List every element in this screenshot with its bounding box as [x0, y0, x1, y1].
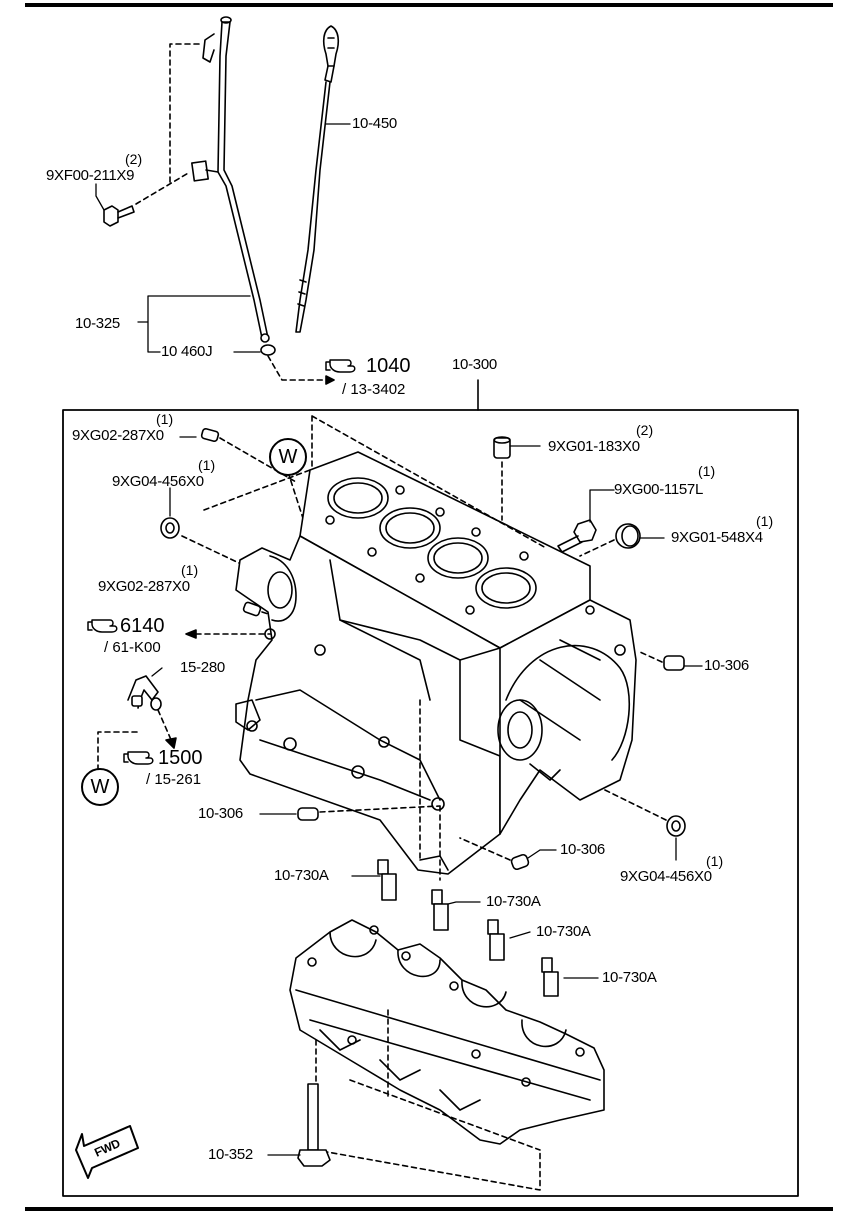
qty-label: (1): [756, 513, 774, 529]
bottom-rule: [25, 1207, 833, 1211]
qty-label: (1): [181, 562, 199, 578]
part-label-9xf00: 9XF00-211X9: [46, 167, 135, 184]
dash-block-dowel: [319, 805, 441, 813]
o-ring: [260, 344, 276, 356]
dash-dowel-bottom: [459, 837, 511, 861]
dash-block-bottom: [419, 699, 441, 881]
reference-6140-sub: / 61-K00: [104, 639, 161, 656]
part-label-9xg02-lower: 9XG02-287X0: [98, 578, 190, 595]
stud-730a-1: [377, 859, 397, 901]
plug-9xg04-upper: [160, 517, 180, 539]
pointing-hand-icon-1500: [123, 751, 154, 765]
qty-label: (2): [636, 422, 654, 438]
part-label-10-306-bottom: 10-306: [560, 841, 605, 858]
dash-plug-upper: [181, 535, 259, 573]
w-bottom-link: [97, 731, 141, 771]
dash-bracket: [169, 43, 201, 183]
part-label-9xg00-1157l: 9XG00-1157L: [614, 481, 703, 498]
dowel-306-bottom: [510, 853, 530, 871]
main-bearing-cap-frame: [289, 919, 605, 1145]
dash-tube-to-ref: [267, 355, 327, 381]
stud-730a-2: [431, 889, 449, 931]
top-rule: [25, 3, 833, 7]
part-label-10-730a-2: 10-730A: [486, 893, 541, 910]
fwd-arrow: [75, 1125, 139, 1179]
w-marker-top: W: [269, 438, 307, 476]
part-label-10-730a-4: 10-730A: [602, 969, 657, 986]
part-label-10-325: 10-325: [75, 315, 120, 332]
guide-tube-bolt: [103, 205, 135, 227]
part-label-15-280: 15-280: [180, 659, 225, 676]
dash-pipe: [157, 709, 173, 743]
reference-1040: 1040: [366, 355, 411, 377]
main-bolt: [297, 1083, 331, 1167]
stud-730a-3: [487, 919, 505, 961]
qty-label: (2): [125, 151, 143, 167]
part-label-10-306-left: 10-306: [198, 805, 243, 822]
part-label-9xg01-548: 9XG01-548X4: [671, 529, 763, 546]
plug-9xg01-548: [615, 523, 641, 549]
reference-6140: 6140: [120, 615, 165, 637]
reference-1040-sub: / 13-3402: [342, 381, 406, 398]
part-label-10-730a-1: 10-730A: [274, 867, 329, 884]
reference-1500-sub: / 15-261: [146, 771, 202, 788]
dash-block-top: [203, 415, 547, 549]
part-label-9xg04-lower: 9XG04-456X0: [620, 868, 712, 885]
part-label-10-300: 10-300: [452, 356, 497, 373]
w-marker-bottom: W: [81, 768, 119, 806]
dowel-306-right: [663, 655, 685, 671]
plug-9xg04-lower: [666, 815, 686, 837]
pointing-hand-icon-6140: [87, 619, 118, 633]
leader-lines: [95, 123, 703, 1156]
block-assembly-frame: [62, 409, 799, 1197]
pin-9xg02-upper: [200, 427, 220, 443]
qty-label: (1): [198, 457, 216, 473]
bolt-9xg00-1157: [557, 519, 597, 553]
oil-dipstick: [295, 25, 340, 333]
part-label-10-460j: 10 460J: [161, 343, 213, 360]
dowel-306-left: [297, 807, 319, 821]
pointing-hand-icon: [325, 359, 356, 373]
part-label-9xg02-upper: 9XG02-287X0: [72, 427, 164, 444]
part-label-10-730a-3: 10-730A: [536, 923, 591, 940]
qty-label: (1): [156, 411, 174, 427]
part-label-9xg04-upper: 9XG04-456X0: [112, 473, 204, 490]
qty-label: (1): [706, 853, 724, 869]
stud-730a-4: [541, 957, 559, 997]
part-label-9xg01-183: 9XG01-183X0: [548, 438, 640, 455]
part-label-10-450: 10-450: [352, 115, 397, 132]
pin-9xg01-183: [493, 436, 511, 459]
cylinder-block: [235, 451, 637, 875]
water-pipe: [127, 675, 162, 711]
dash-plug-548: [579, 539, 615, 557]
dash-bolt-guide: [135, 171, 191, 205]
qty-label: (1): [698, 463, 716, 479]
pin-9xg02-lower: [242, 601, 262, 617]
dash-dowel-right: [639, 651, 663, 663]
oil-level-guide-tube: [191, 16, 270, 343]
reference-1500: 1500: [158, 747, 203, 769]
part-label-10-306-right: 10-306: [704, 657, 749, 674]
part-label-10-352: 10-352: [208, 1146, 253, 1163]
